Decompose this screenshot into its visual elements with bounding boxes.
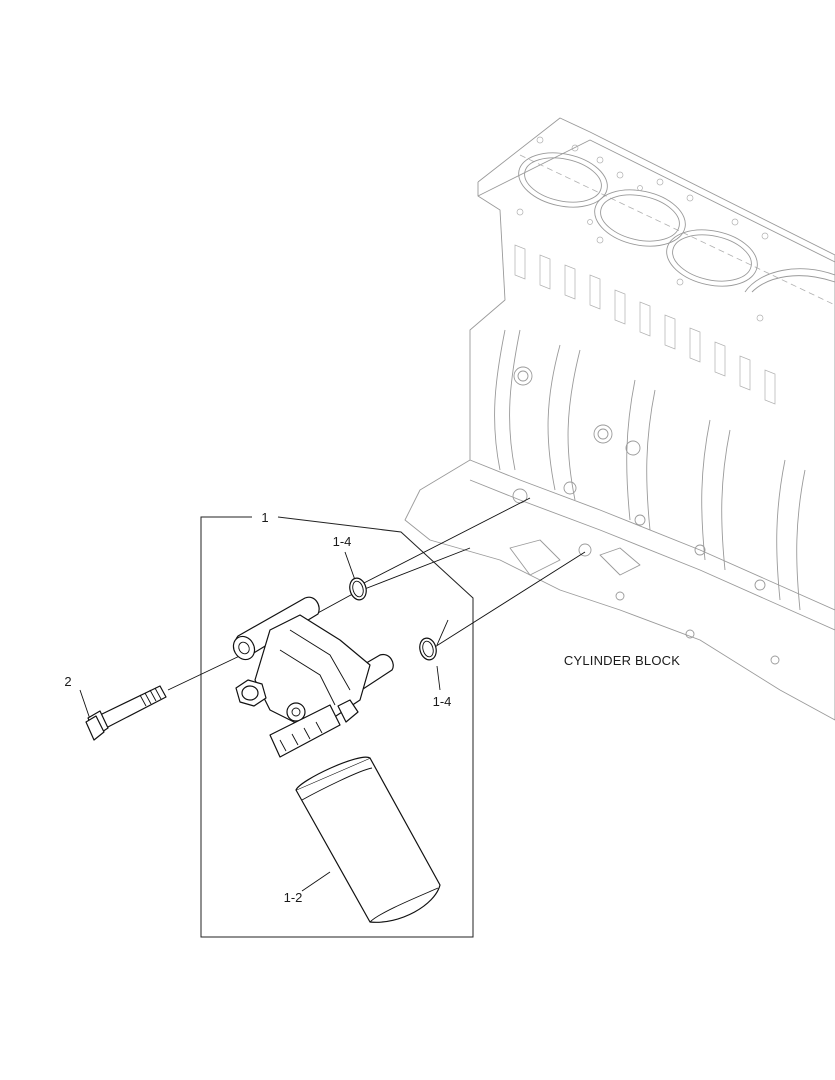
- callout-seal-lower: 1-4: [433, 694, 452, 709]
- cylinder-block-drawing: [404, 117, 835, 721]
- callout-filter: 1-2: [284, 890, 303, 905]
- cylinder-block-label: CYLINDER BLOCK: [564, 653, 680, 668]
- filter-cartridge-drawing: [295, 756, 441, 923]
- callout-seal-upper: 1-4: [333, 534, 352, 549]
- callout-assembly: 1: [261, 510, 268, 525]
- bolt-drawing: [85, 685, 167, 741]
- filter-head-drawing: [232, 596, 394, 758]
- callout-bolt: 2: [64, 674, 71, 689]
- seal-upper-drawing: [349, 577, 367, 601]
- assembly-frame: [200, 516, 474, 938]
- seal-lower-drawing: [419, 637, 437, 661]
